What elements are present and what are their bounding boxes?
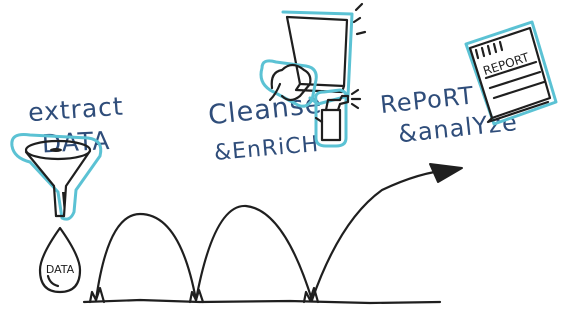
step-cleanse-subtitle: &EnRiCH <box>213 132 320 166</box>
ground-line <box>82 286 442 305</box>
notebook-label: REPORT <box>481 50 531 78</box>
funnel-icon <box>10 133 103 221</box>
step-extract-title: extract <box>27 92 124 128</box>
step-cleanse: Cleanse &EnRiCH <box>207 89 324 166</box>
data-drop-icon: DATA <box>38 226 82 294</box>
cleaning-hand-icon <box>259 59 318 108</box>
drop-label: DATA <box>46 263 75 276</box>
mirror-icon <box>281 2 367 106</box>
bounce-path <box>94 168 452 302</box>
arrow-icon <box>429 163 463 183</box>
step-cleanse-title: Cleanse <box>207 89 324 132</box>
spray-bottle-icon <box>314 88 362 148</box>
step-extract: extract DATA <box>27 92 124 159</box>
